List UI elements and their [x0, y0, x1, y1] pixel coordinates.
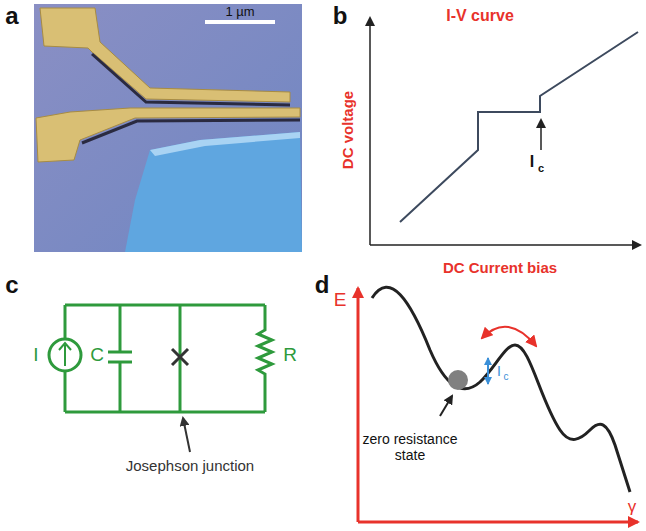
- rcsj-circuit: [49, 305, 272, 412]
- leader-arrow: [183, 418, 190, 452]
- component-label: I: [33, 344, 38, 366]
- panel-letter: a: [5, 2, 18, 30]
- axis-label: E: [334, 289, 347, 311]
- axis-label: γ: [628, 497, 637, 517]
- washboard-plot: [358, 287, 638, 522]
- chart-title: I-V curve: [446, 7, 514, 25]
- callout-label: Josephson junction: [126, 457, 254, 474]
- symbol-label: I: [530, 153, 534, 171]
- panel-letter: b: [333, 2, 348, 30]
- iv-plot: [370, 18, 640, 245]
- micrograph: [34, 4, 302, 252]
- component-label: C: [90, 344, 104, 366]
- panel-letter: c: [5, 271, 18, 299]
- component-label: R: [283, 344, 297, 366]
- panel-letter: d: [315, 271, 330, 299]
- annotation-label: zero resistance state: [362, 431, 458, 463]
- symbol-label: I: [497, 363, 501, 379]
- subscript-label: c: [504, 371, 509, 383]
- scale-bar-label: 1 µm: [225, 5, 254, 20]
- axis-label: DC Current bias: [443, 259, 557, 276]
- subscript-label: c: [538, 162, 544, 175]
- axis-label: DC voltage: [339, 91, 356, 169]
